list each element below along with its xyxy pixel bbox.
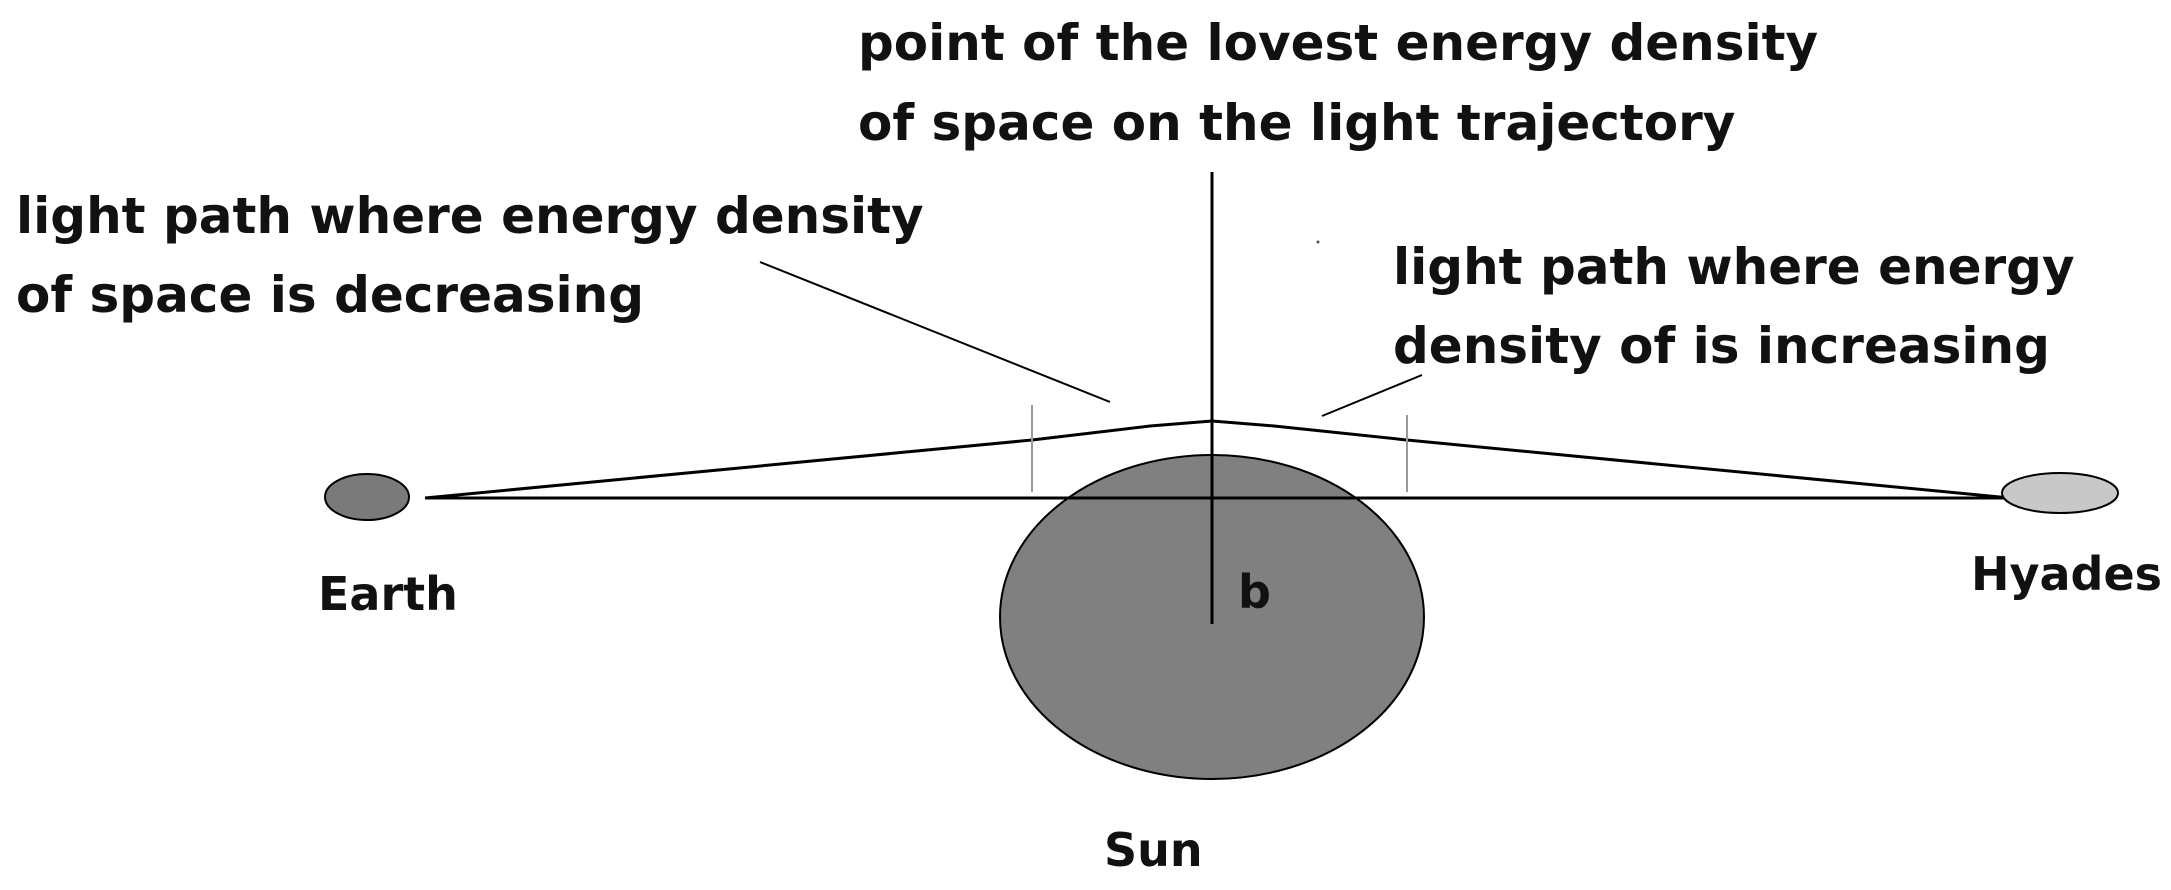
increasing-path-label-line1: light path where energy xyxy=(1393,238,2075,296)
leader-line-decreasing xyxy=(759,261,1111,403)
sun-label: Sun xyxy=(1104,823,1203,877)
earth-label: Earth xyxy=(318,567,458,621)
lowest-point-label-line1: point of the lovest energy density xyxy=(858,14,1818,72)
decreasing-path-label-line1: light path where energy density xyxy=(16,187,924,245)
impact-parameter-label: b xyxy=(1238,565,1271,619)
earth-body xyxy=(324,473,410,521)
leader-line-increasing xyxy=(1321,374,1423,417)
hyades-body xyxy=(2001,472,2119,514)
lowest-point-label-line2: of space on the light trajectory xyxy=(858,94,1735,152)
stray-dot xyxy=(1316,240,1320,244)
decreasing-path-label-line2: of space is decreasing xyxy=(16,266,644,324)
hyades-label: Hyades xyxy=(1971,547,2162,601)
increasing-path-label-line2: density of is increasing xyxy=(1393,317,2050,375)
